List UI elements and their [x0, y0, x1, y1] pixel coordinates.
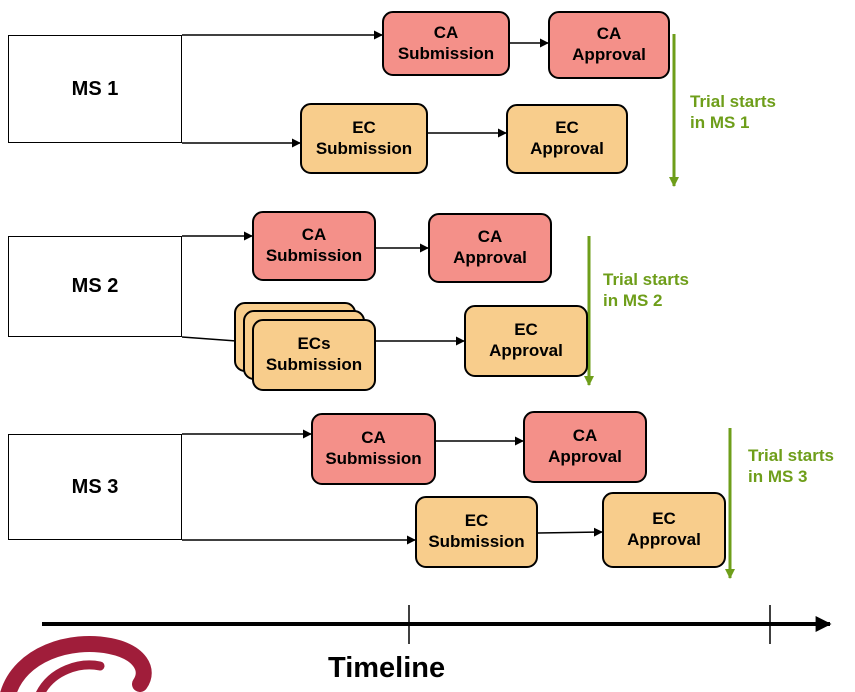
ms1-ca-approval-box: CA Approval — [548, 11, 670, 79]
box-line-1: CA — [433, 22, 459, 42]
box-line-1: EC — [352, 117, 376, 137]
ms2-ca-submission-box: CA Submission — [252, 211, 376, 281]
box-line-2: Approval — [627, 530, 701, 549]
box-line-2: Approval — [453, 248, 527, 267]
box-line-1: EC — [464, 511, 489, 531]
trial-starts-ms3-label: Trial starts in MS 3 — [748, 445, 834, 488]
box-line-1: EC — [652, 509, 676, 529]
ms3-ec-submission-box: EC Submission — [415, 496, 538, 568]
ms3-label: MS 3 — [71, 475, 119, 498]
trial-starts-ms1-label: Trial starts in MS 1 — [690, 91, 776, 134]
ms1-ca-submission-box: CA Submission — [382, 11, 510, 76]
box-line-2: Submission — [397, 43, 495, 63]
box-line-2: Submission — [428, 532, 525, 551]
box-line-1: EC — [514, 320, 538, 340]
ms3-ca-approval-box: CA Approval — [523, 411, 647, 483]
trial-starts-ms2-label: Trial starts in MS 2 — [603, 269, 689, 312]
ms2-ec-approval-box: EC Approval — [464, 305, 588, 377]
timeline-label: Timeline — [328, 652, 446, 684]
trial-line-2: in MS 3 — [748, 467, 808, 487]
box-line-1: CA — [361, 428, 386, 448]
box-line-1: CA — [477, 227, 503, 247]
box-line-2: Approval — [530, 139, 604, 158]
arrow-ms3-ec-sub-to-approval — [537, 527, 603, 537]
ms2-box: MS 2 — [8, 236, 182, 337]
ms2-ca-approval-box: CA Approval — [428, 213, 552, 283]
box-line-1: ECs — [297, 334, 331, 354]
trial-line-1: Trial starts — [603, 270, 689, 289]
ms3-ec-approval-box: EC Approval — [602, 492, 726, 568]
box-line-1: CA — [301, 225, 327, 245]
box-line-1: CA — [572, 426, 598, 446]
box-line-2: Submission — [325, 449, 422, 468]
ms1-box: MS 1 — [8, 35, 182, 143]
ms1-ec-submission-box: EC Submission — [300, 103, 428, 174]
ms1-ec-approval-box: EC Approval — [506, 104, 628, 174]
box-line-2: Approval — [489, 341, 563, 360]
logo-swirl-icon — [0, 636, 152, 692]
ms1-label: MS 1 — [71, 77, 119, 100]
box-line-1: CA — [596, 24, 622, 44]
box-line-2: Approval — [572, 45, 646, 64]
box-line-2: Submission — [315, 138, 413, 158]
box-line-2: Submission — [265, 246, 363, 265]
box-line-2: Approval — [548, 447, 622, 466]
box-line-1: EC — [555, 118, 579, 138]
ms3-ca-submission-box: CA Submission — [311, 413, 436, 485]
ms2-ecs-submission-box: ECs Submission — [252, 319, 376, 391]
ms2-label: MS 2 — [71, 275, 119, 297]
trial-line-1: Trial starts — [748, 446, 834, 465]
box-line-2: Submission — [265, 355, 363, 374]
ms3-box: MS 3 — [8, 434, 182, 540]
trial-line-2: in MS 1 — [690, 113, 750, 133]
trial-line-2: in MS 2 — [603, 291, 663, 311]
trial-line-1: Trial starts — [690, 92, 776, 111]
